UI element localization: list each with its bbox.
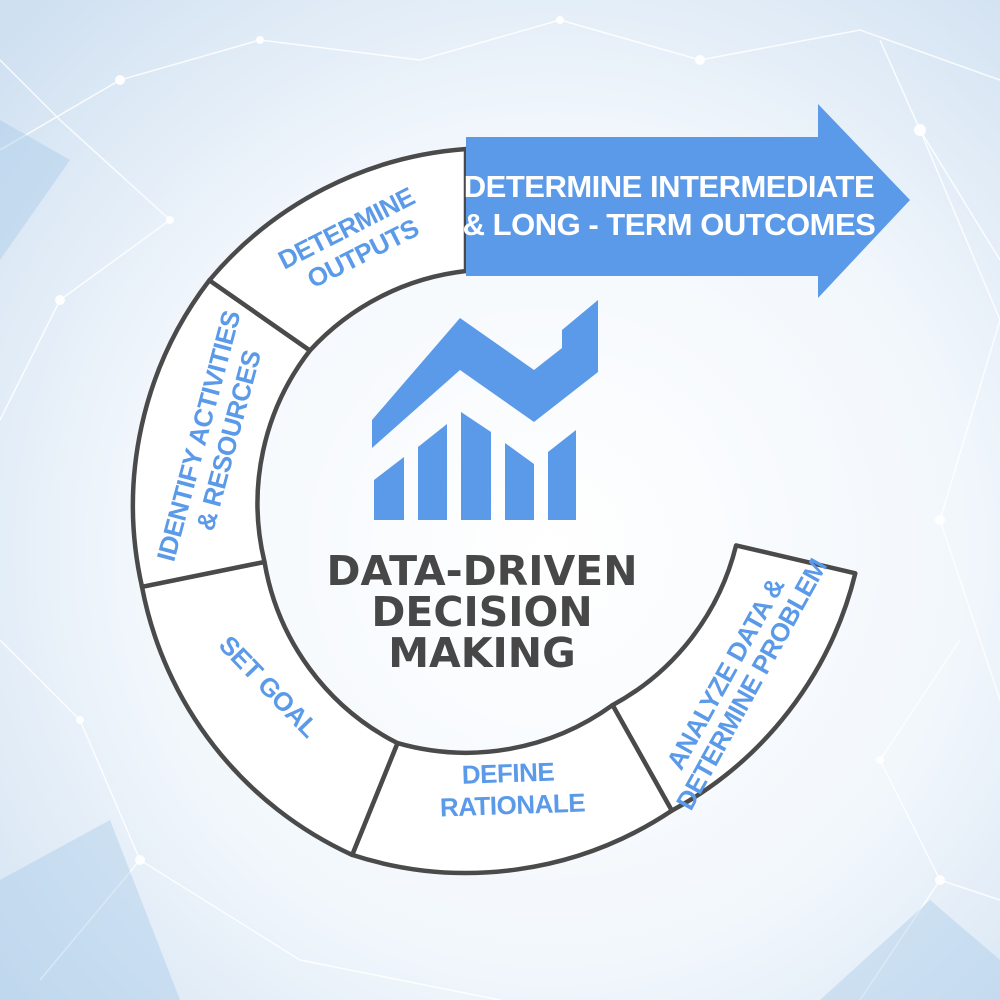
process-ring [130, 146, 858, 876]
center-title-line1: DATA-DRIVEN [326, 547, 637, 595]
background-polygons-decoration [0, 120, 1000, 1000]
network-nodes-decoration [55, 16, 945, 885]
center-title-line3: MAKING [388, 629, 576, 677]
outcomes-arrow: DETERMINE INTERMEDIATE & LONG - TERM OUT… [463, 104, 910, 298]
arrow-shape [466, 104, 910, 298]
segment-set-goal [139, 559, 400, 858]
segment-determine-outputs [207, 146, 469, 353]
center-title-line2: DECISION [371, 588, 592, 636]
rationale-label: DEFINE RATIONALE [438, 755, 585, 822]
arrow-label-line2: & LONG - TERM OUTCOMES [463, 207, 876, 242]
bar-chart-trend-icon [372, 300, 598, 520]
arrow-label-line1: DETERMINE INTERMEDIATE [464, 169, 874, 204]
center-title: DATA-DRIVEN DECISION MAKING [326, 547, 637, 677]
